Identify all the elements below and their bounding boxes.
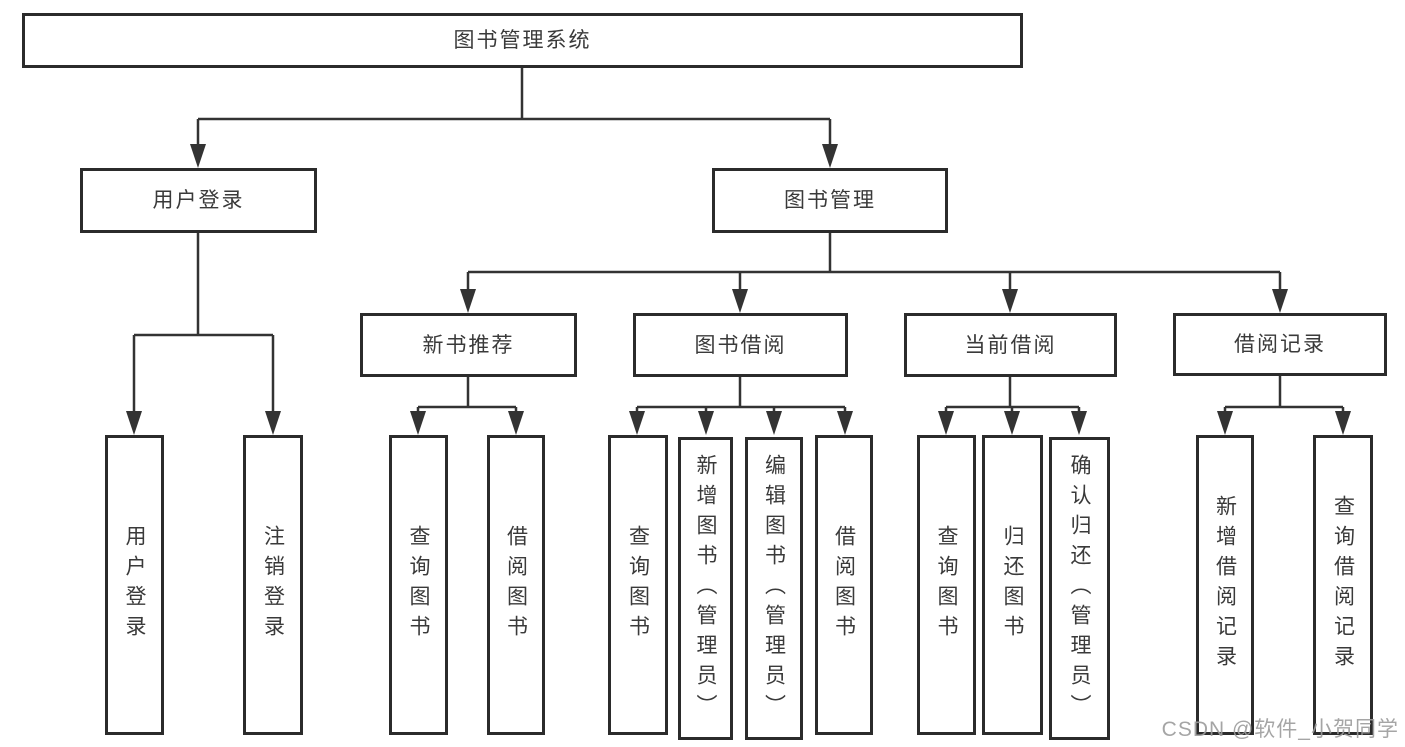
leaf-edit-books-admin: 编辑图书（管理员）: [745, 437, 803, 740]
leaf-logout: 注销登录: [243, 435, 303, 735]
node-user-login: 用户登录: [80, 168, 317, 233]
node-library-management-system: 图书管理系统: [22, 13, 1023, 68]
leaf-borrow-books-recommendation: 借阅图书: [487, 435, 545, 735]
leaf-query-books-current: 查询图书: [917, 435, 976, 735]
leaf-confirm-return-admin: 确认归还（管理员）: [1049, 437, 1110, 740]
node-borrowing-records: 借阅记录: [1173, 313, 1387, 376]
leaf-query-books-recommendation: 查询图书: [389, 435, 448, 735]
leaf-return-books: 归还图书: [982, 435, 1043, 735]
node-book-management: 图书管理: [712, 168, 948, 233]
leaf-borrow-books-borrowing: 借阅图书: [815, 435, 873, 735]
leaf-add-books-admin: 新增图书（管理员）: [678, 437, 733, 740]
csdn-watermark: CSDN @软件_小贺同学: [1161, 718, 1399, 741]
node-new-book-recommendation: 新书推荐: [360, 313, 577, 377]
leaf-user-login: 用户登录: [105, 435, 164, 735]
arrowheads: [126, 144, 1351, 435]
leaf-query-borrow-record: 查询借阅记录: [1313, 435, 1373, 735]
leaf-add-borrow-record: 新增借阅记录: [1196, 435, 1254, 735]
node-current-borrowing: 当前借阅: [904, 313, 1117, 377]
leaf-query-books-borrowing: 查询图书: [608, 435, 668, 735]
node-book-borrowing: 图书借阅: [633, 313, 848, 377]
